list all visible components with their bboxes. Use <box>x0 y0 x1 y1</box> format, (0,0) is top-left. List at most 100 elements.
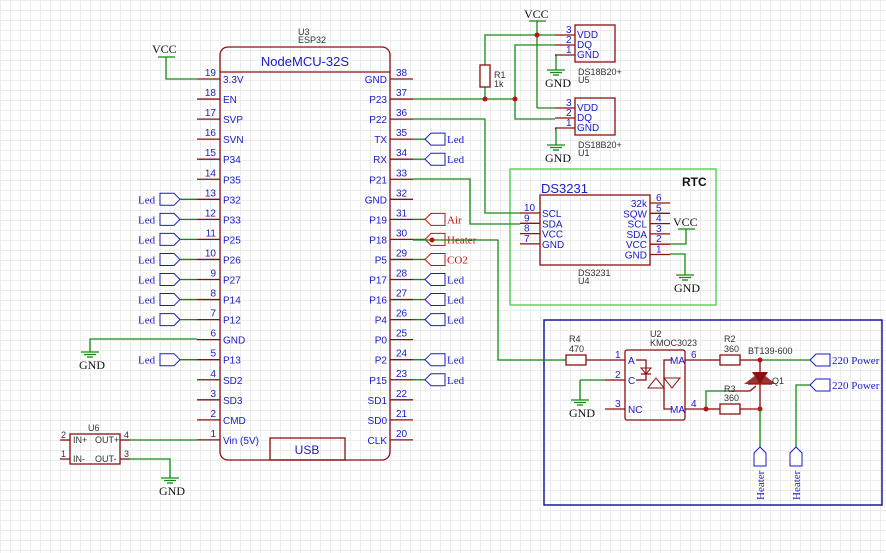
pin-name: TX <box>374 135 387 146</box>
pin-name: DQ <box>577 40 592 51</box>
net-label: Led <box>447 375 465 387</box>
pin-name: P23 <box>369 95 387 106</box>
u6-module: U6 2 IN+ 1 IN- 4 OUT+ 3 OUT- <box>60 423 130 465</box>
gnd-symbol: GND <box>79 351 105 372</box>
pin-num: 7 <box>210 309 216 320</box>
pin-name: P25 <box>223 235 241 246</box>
pin-num: 3 <box>615 399 621 410</box>
pin-name: VCC <box>626 240 647 251</box>
pin-name: P34 <box>223 155 241 166</box>
pin-num: 12 <box>205 208 217 219</box>
pin-num: 1 <box>566 118 572 129</box>
pin-name: SD3 <box>223 396 243 407</box>
pin-num: 38 <box>396 68 408 79</box>
net-label: Led <box>138 295 156 307</box>
pin-num: 16 <box>205 128 217 139</box>
pin-num: 5 <box>656 203 662 214</box>
pin-num: 2 <box>210 409 216 420</box>
pin-num: 17 <box>205 108 217 119</box>
pin-num: 3 <box>124 449 129 459</box>
pin-num: 8 <box>210 289 216 300</box>
pin-num: 2 <box>61 430 66 440</box>
net-flag-led: Led <box>138 232 181 246</box>
net-flag-led: Led <box>138 252 181 266</box>
pin-num: 23 <box>396 369 408 380</box>
net-label: 220 Power <box>832 380 880 392</box>
net-flag-co2: CO2 <box>424 252 468 266</box>
pin-name: VDD <box>577 30 598 41</box>
gnd-symbol: GND <box>674 274 700 295</box>
pin-num: 31 <box>396 208 408 219</box>
pin-name: GND <box>365 195 387 206</box>
pin-name: P21 <box>369 175 387 186</box>
pin-num: 34 <box>396 148 408 159</box>
pin-num: 18 <box>205 88 217 99</box>
q1-triac: Q1 <box>744 360 784 409</box>
net-flag-led: Led <box>424 132 465 146</box>
pin-name: CLK <box>368 436 388 447</box>
power-driver-frame <box>543 319 883 506</box>
net-label: Led <box>138 315 156 327</box>
pin-name: P5 <box>375 255 388 266</box>
net-flag-air: Air <box>424 212 462 226</box>
gnd-label: GND <box>569 406 595 420</box>
u2-optocoupler: U2 KMOC3023 1 A 2 C 3 NC 6 MA 4 MA <box>605 329 705 421</box>
net-flag-led: Led <box>424 152 465 166</box>
pin-num: 33 <box>396 168 408 179</box>
pin-num: 19 <box>205 68 217 79</box>
pin-num: 3 <box>210 389 216 400</box>
net-flag-led: Led <box>138 313 181 327</box>
net-label: Led <box>447 154 465 166</box>
pin-name: GND <box>542 240 564 251</box>
pin-num: 36 <box>396 108 408 119</box>
pin-num: 13 <box>205 188 217 199</box>
ref: U5 <box>578 75 590 85</box>
part-name: DS18B20+ <box>578 67 622 77</box>
esp32-body <box>219 46 391 461</box>
pin-num: 10 <box>205 248 217 259</box>
pin-name: C <box>628 376 635 387</box>
pin-name: GND <box>577 50 599 61</box>
pin-name: IN- <box>73 454 85 464</box>
esp32-title: NodeMCU-32S <box>261 54 349 69</box>
net-label: Air <box>447 214 462 226</box>
pin-num: 11 <box>206 228 217 239</box>
pin-name: NC <box>628 405 642 416</box>
pin-name: SD1 <box>368 396 388 407</box>
pin-name: CMD <box>223 416 246 427</box>
pin-name: P14 <box>223 296 241 307</box>
pin-num: 6 <box>210 329 216 340</box>
pin-num: 29 <box>396 248 408 259</box>
pin-name: P18 <box>369 235 387 246</box>
pin-name: GND <box>577 123 599 134</box>
pin-num: 4 <box>656 214 662 225</box>
net-label: Led <box>447 275 465 287</box>
r2-resistor <box>719 354 741 366</box>
pin-name: MA <box>670 405 685 416</box>
pin-name: P22 <box>369 115 387 126</box>
vcc-label: VCC <box>673 215 698 229</box>
pin-num: 4 <box>210 369 216 380</box>
pin-name: P15 <box>369 376 387 387</box>
gnd-label: GND <box>545 76 571 90</box>
